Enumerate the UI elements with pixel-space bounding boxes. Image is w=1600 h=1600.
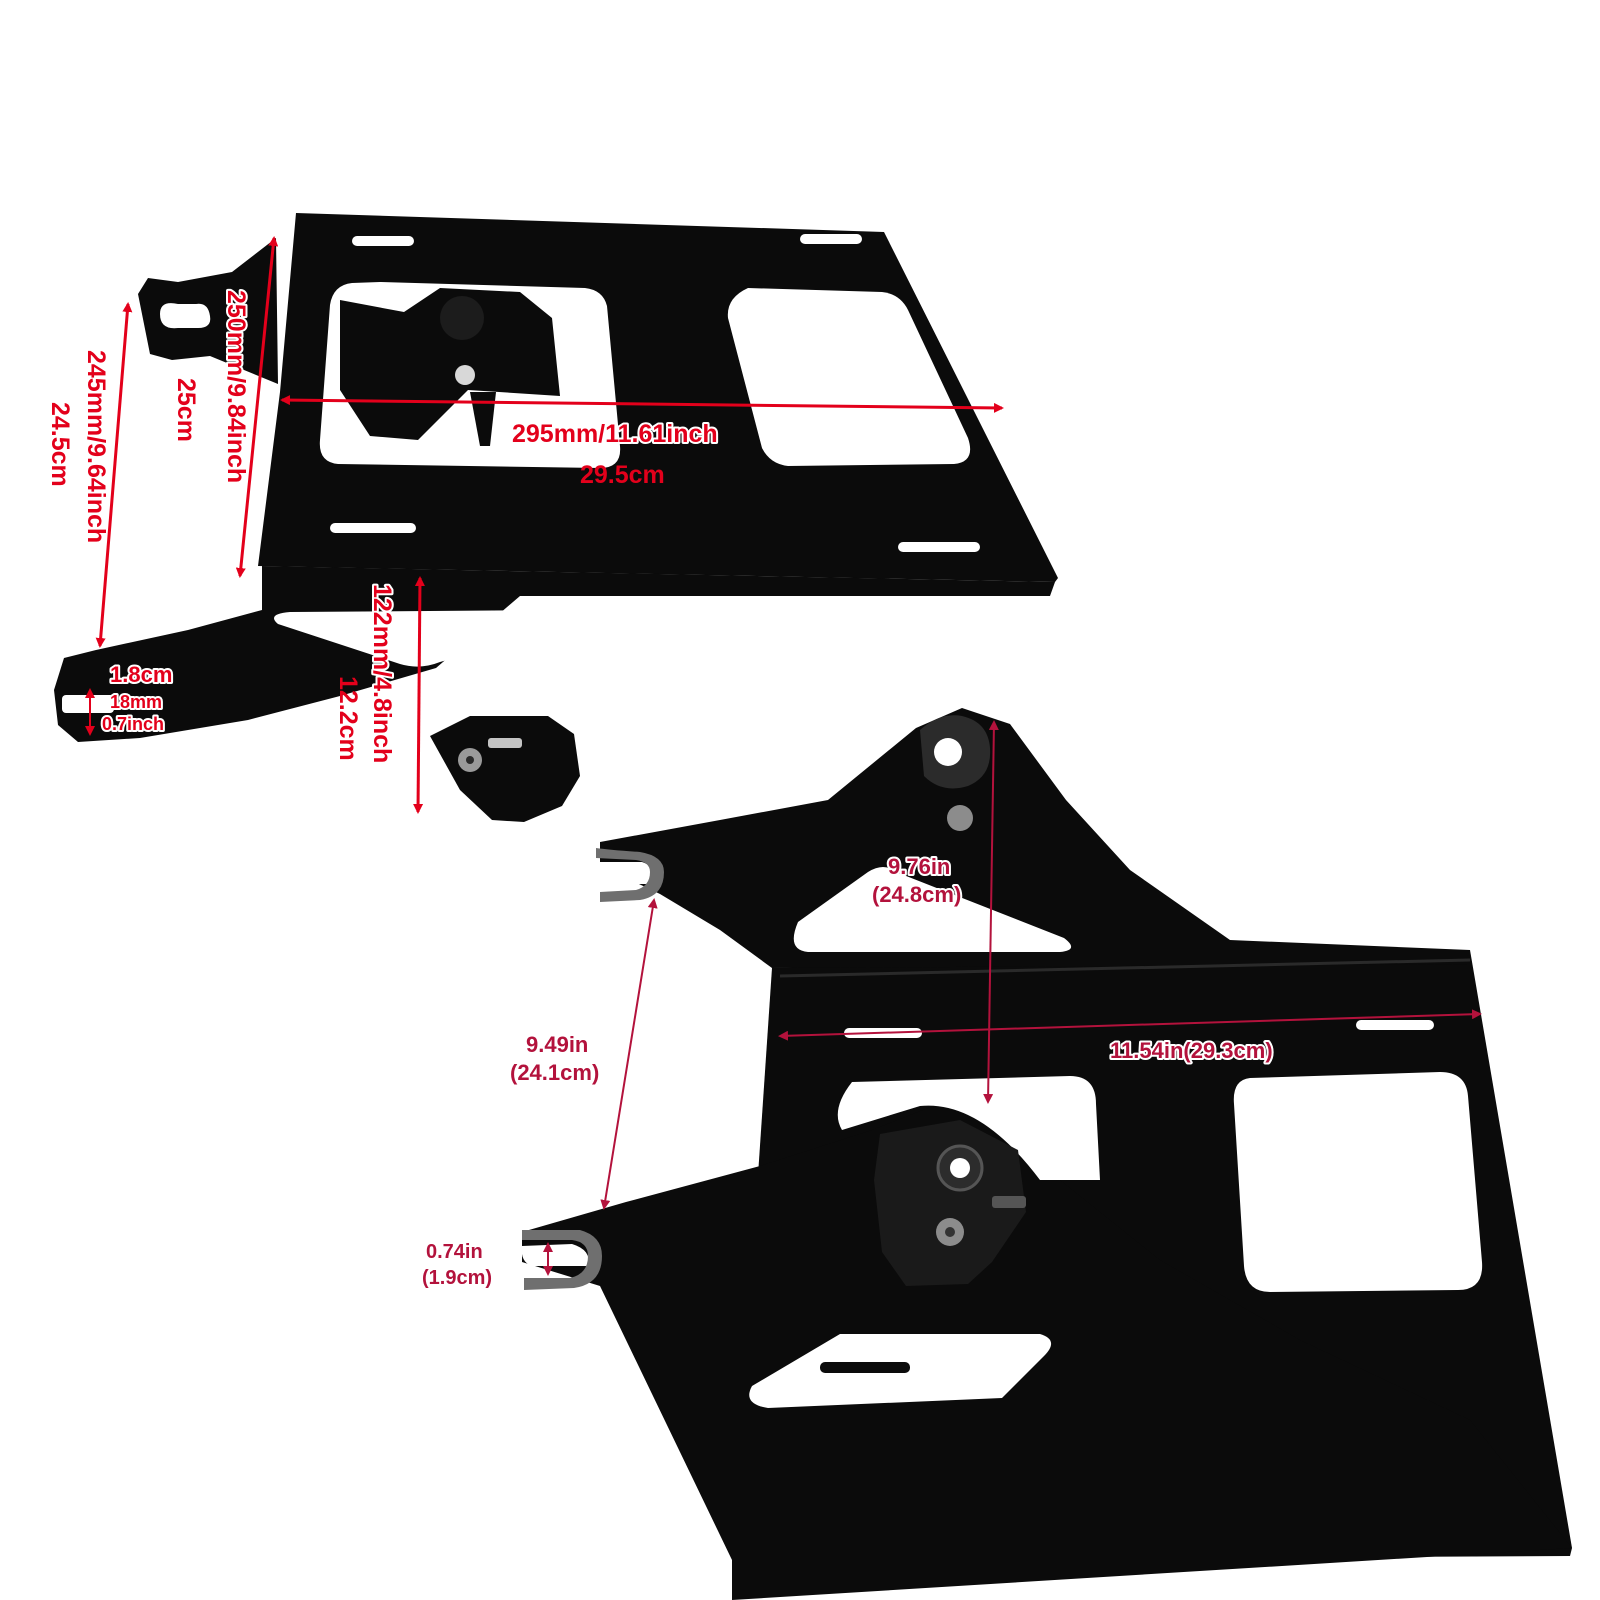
depth-arrow [235,236,279,578]
lower-hook-slot [521,1244,589,1266]
slot-label-line3: 0.7inch [102,714,164,734]
span-arrow [95,302,133,648]
span-label-line1: 9.49in [526,1032,588,1057]
top-view-dimension-lines [85,236,1004,814]
span-label-line2: 24.5cm [46,402,74,487]
upper-hook-slot [592,862,655,885]
plate-cutout-right [727,288,971,466]
luggage-rack-bottom-view [521,708,1572,1600]
lower-hook-liner [522,1230,602,1290]
lock-cam-center [950,1158,970,1178]
depth-label-line2: (24.8cm) [872,882,961,907]
width-label-line2: 29.5cm [580,461,665,489]
upper-arm-window [793,867,1072,952]
plate-cutout-right [1233,1072,1483,1292]
lock-cylinder-center [466,756,474,764]
upper-pivot-bolt [947,805,973,831]
plate-cutout-center [837,1076,1100,1180]
height-label-line1: 122mm/4.8inch [368,584,396,763]
rail-window [274,610,581,667]
width-label-line1: 295mm/11.61inch [512,420,718,448]
latch-bolt [455,365,475,385]
lock-bracket [430,716,580,822]
slot-label-line1: 1.8cm [110,662,172,687]
upper-hook-liner [596,848,664,902]
top-view-dimension-labels: 295mm/11.61inch 29.5cm 250mm/9.84inch 25… [46,288,720,765]
lower-side-rail [54,566,1055,742]
luggage-rack-top-view [54,213,1058,822]
lock-latch-pin [992,1196,1026,1208]
upper-mount-hook [160,303,211,329]
lock-assembly [874,1120,1026,1286]
plate-slot [1356,1020,1434,1030]
height-label-line2: 12.2cm [334,676,362,761]
bottom-view-dimension-labels: 11.54in(29.3cm) 9.76in (24.8cm) 9.49in (… [422,852,1275,1289]
width-label: 11.54in(29.3cm) [1110,1038,1273,1063]
lower-arm-slot [820,1362,910,1373]
plate-slot [352,236,414,246]
lock-latch-pin [488,738,522,748]
span-label-line1: 245mm/9.64inch [82,350,110,543]
width-arrow [280,395,1004,413]
span-label-line2: (24.1cm) [510,1060,599,1085]
latch-pivot-ring [440,296,484,340]
lower-mount-slot [62,695,114,713]
upper-arm [600,708,1470,968]
depth-label-line2: 25cm [172,378,200,442]
slot-label-line1: 0.74in [426,1241,483,1263]
slot-label-line2: (1.9cm) [422,1267,492,1289]
upper-pivot-hole [934,738,962,766]
plate-rim [779,958,1471,978]
plate-slot [800,234,862,244]
bottom-view-dimension-lines [543,720,1482,1276]
depth-label-line1: 9.76in [888,854,950,879]
depth-arrow [983,720,999,1104]
slot-label-line2: 18mm [110,692,162,712]
plate-slot [898,542,980,552]
plate-slot [330,523,416,533]
width-arrow [778,1009,1482,1041]
span-arrow [600,898,658,1210]
lock-cylinder-center [945,1227,955,1237]
depth-label-line1: 250mm/9.84inch [222,290,250,483]
height-arrow [413,576,425,814]
